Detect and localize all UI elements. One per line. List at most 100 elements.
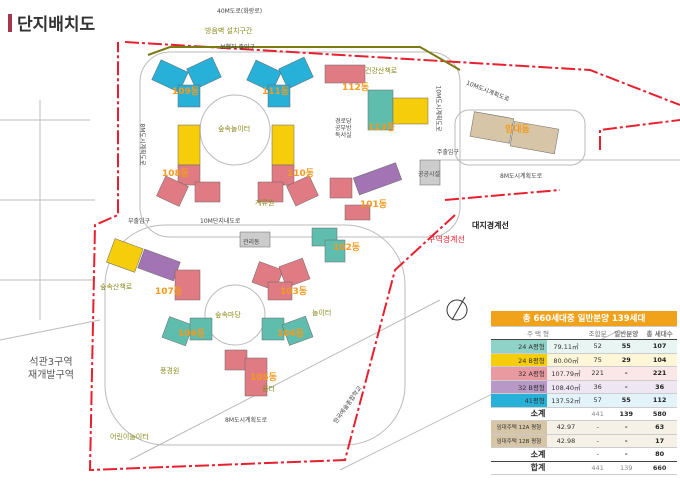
building-label: 105동 — [250, 373, 278, 383]
cell-total: 107 — [642, 339, 677, 354]
pedestrian-gate-label: 보행자 출입구 — [220, 44, 256, 51]
building-103-c — [267, 281, 293, 301]
building-label: 109동 — [172, 87, 200, 97]
building-106-b — [189, 317, 213, 341]
title-text: 단지배치도 — [17, 15, 96, 35]
building-107-yellow — [106, 238, 144, 273]
building-111-a — [246, 59, 282, 93]
building-label: 102동 — [333, 243, 361, 253]
cell-area: 42.98 — [546, 434, 586, 448]
building-102-b — [324, 239, 346, 263]
cell-general: 139 — [610, 461, 643, 475]
building-label: 107동 — [155, 287, 183, 297]
building-110-b — [257, 181, 284, 203]
forest-yard-label: 숲속마당 — [215, 311, 241, 319]
building-111-c — [267, 84, 291, 108]
cell-total: 63 — [642, 420, 677, 435]
building-110-yellow — [271, 124, 295, 166]
lower-road — [104, 224, 406, 446]
building-109-c — [177, 84, 201, 108]
public-facility-building — [419, 159, 441, 186]
cell-type: 24 A평형 — [491, 339, 547, 354]
building-label: 110동 — [287, 169, 315, 179]
cell-union: - — [585, 434, 611, 448]
cell-union: - — [585, 447, 611, 462]
cell-general: - — [610, 447, 643, 462]
subtotal-row: 소계--80 — [491, 447, 677, 462]
cell-union: 441 — [585, 407, 611, 421]
cell-union: 75 — [585, 353, 611, 367]
cell-general: 139 — [610, 407, 643, 421]
cell-general: - — [610, 366, 643, 381]
road-10m-vert-label: 10M도시계획도로 — [434, 85, 442, 132]
cell-general: 55 — [610, 339, 643, 354]
cell-general: - — [610, 420, 643, 435]
cell-area: 108.40㎡ — [546, 380, 586, 394]
building-109-a — [151, 59, 189, 93]
building-108-c — [194, 181, 221, 203]
sub-gate-label: 부출입구 — [128, 218, 151, 225]
cell-area: 107.79㎡ — [546, 366, 586, 381]
building-108-pink — [177, 164, 201, 186]
cell-total: 36 — [642, 380, 677, 394]
cell-union: - — [585, 420, 611, 435]
table-header: 총 660세대중 일반분양 139세대 — [491, 311, 677, 327]
inner-road-label: 10M단지내도로 — [200, 218, 241, 225]
cell-area: 79.11㎡ — [546, 339, 586, 354]
rental-area — [454, 109, 586, 166]
rest-label: 쉼터 — [262, 385, 275, 393]
building-label: 임대동 — [505, 125, 530, 135]
rental-building-b — [509, 121, 560, 155]
cell-general: 55 — [610, 393, 643, 408]
cell-label: 소계 — [491, 407, 586, 421]
public-facility-label: 공공시설 — [418, 171, 441, 178]
neighborhood-lines — [0, 100, 101, 341]
cell-total: 112 — [642, 393, 677, 408]
cell-area: 42.97 — [546, 420, 586, 435]
cell-total: 104 — [642, 353, 677, 367]
cell-type: 임대주택 12A 평형 — [491, 420, 547, 435]
title-bar — [8, 13, 12, 32]
building-105-a — [224, 349, 248, 371]
col-union: 조합분 — [585, 326, 611, 340]
upper-road — [139, 51, 461, 238]
road-top-label: 40M도로(화랑로) — [217, 8, 263, 15]
building-label: 111동 — [262, 87, 290, 97]
redevelopment-label: 석관3구역 재개발구역 — [28, 357, 74, 381]
cell-union: 57 — [585, 393, 611, 408]
cell-general: 29 — [610, 353, 643, 367]
building-label: 113동 — [368, 123, 396, 133]
cell-union: 221 — [585, 366, 611, 381]
cell-type: 32 B평형 — [491, 380, 547, 394]
cell-union: 36 — [585, 380, 611, 394]
cell-type: 24 B평형 — [491, 353, 547, 367]
building-108-b — [156, 175, 189, 207]
building-label: 112동 — [342, 83, 370, 93]
playground-label: 놀이터 — [312, 309, 332, 317]
cell-type: 임대주택 12B 평형 — [491, 434, 547, 448]
boundary-line — [88, 41, 680, 472]
noise-wall-line — [147, 46, 461, 71]
stream-garden-label: 계류원 — [255, 199, 275, 207]
road-8m-right-label: 8M도시계획도로 — [500, 173, 543, 180]
cell-union: 52 — [585, 339, 611, 354]
kids-playground-label: 어린이놀이터 — [110, 433, 149, 441]
page-title: 단지배치도 — [8, 10, 95, 35]
cell-total: 17 — [642, 434, 677, 448]
cell-total: 660 — [642, 461, 677, 475]
cell-general: - — [610, 434, 643, 448]
main-gate-label: 주출입구 — [437, 149, 460, 156]
building-109-b — [186, 56, 222, 90]
senior-center-label: 경로당 공부방 독서실 — [335, 118, 352, 139]
building-label: 101동 — [360, 200, 388, 210]
forest-yard-circle — [204, 284, 266, 346]
management-label: 관리동 — [243, 239, 260, 246]
